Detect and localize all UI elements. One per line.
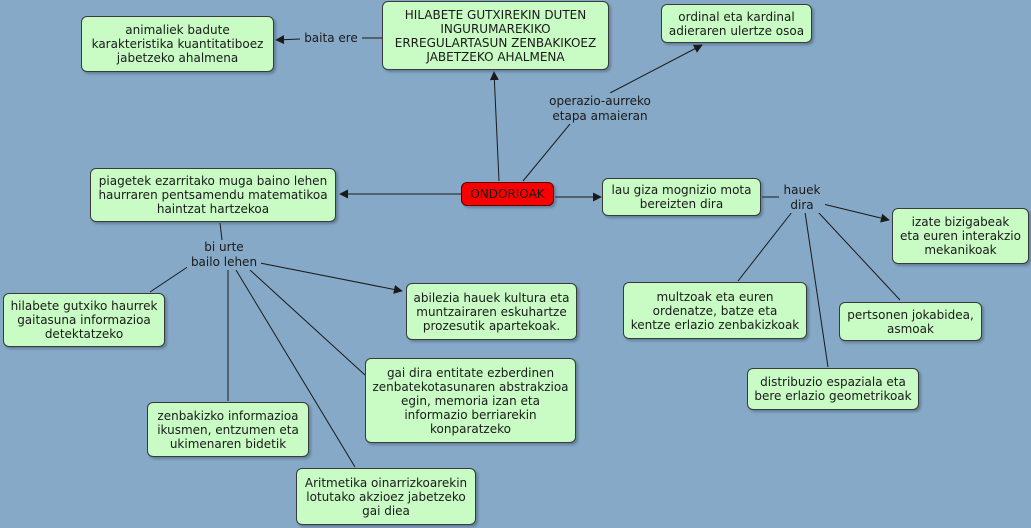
connector-baitaere-animaliek <box>275 35 301 45</box>
connector-piagetek-biurte <box>219 222 223 241</box>
connector-biurte-aritmetika <box>235 269 356 468</box>
node-hilabete-gutxirekin[interactable]: HILABETE GUTXIREKIN DUTEN INGURUMAREKIKO… <box>382 1 609 70</box>
node-animaliek[interactable]: animaliek badute karakteristika kuantita… <box>81 16 274 72</box>
connector-biurte-gaidira <box>249 269 366 376</box>
node-pertsonen[interactable]: pertsonen jokabidea, asmoak <box>839 302 982 341</box>
node-lau-giza[interactable]: lau giza mognizio mota bereizten dira <box>602 178 761 216</box>
link-operazio-aurreko: operazio-aurreko etapa amaieran <box>543 93 657 124</box>
connector-hauekdira-multzoak <box>737 211 793 282</box>
connector-hauekdira-distribuzio <box>804 211 829 368</box>
connector-hauekdira-pertsonen <box>817 211 901 301</box>
root-node-ondorioak[interactable]: ONDORIOAK <box>461 182 554 206</box>
connector-root-operazio <box>522 123 571 182</box>
node-aritmetika[interactable]: Aritmetika oinarrizkoarekin lotutako akz… <box>296 468 476 525</box>
node-distribuzio[interactable]: distribuzio espaziala eta bere erlazio g… <box>747 368 919 410</box>
node-piagetek[interactable]: piagetek ezarritako muga baino lehen hau… <box>90 168 336 222</box>
link-bi-urte: bi urte bailo lehen <box>187 240 261 270</box>
node-multzoak[interactable]: multzoak eta euren ordenatze, batze eta … <box>623 282 807 339</box>
connector-operazio-ordinal <box>609 44 703 94</box>
node-abilezia[interactable]: abilezia hauek kultura eta muntzairaren … <box>406 283 577 340</box>
node-izate-bizigabeak[interactable]: izate bizigabeak eta euren interakzio me… <box>892 208 1029 264</box>
node-gai-dira[interactable]: gai dira entitate ezberdinen zenbatekota… <box>365 358 576 443</box>
connector-biurte-haurrek <box>149 263 193 293</box>
connector-biurte-abilezia <box>259 262 403 294</box>
node-hilabete-haurrek[interactable]: hilabete gutxiko haurrek gaitasuna infor… <box>3 293 165 347</box>
link-baita-ere: baita ere <box>300 30 362 47</box>
connector-hauekdira-izate <box>822 203 890 223</box>
node-zenbakizko[interactable]: zenbakizko informazioa ikusmen, entzumen… <box>147 402 309 457</box>
node-ordinal-kardinal[interactable]: ordinal eta kardinal adieraren ulertze o… <box>661 4 812 43</box>
link-hauek-dira: hauek dira <box>779 183 825 213</box>
connector-root-hilabete <box>489 71 500 182</box>
